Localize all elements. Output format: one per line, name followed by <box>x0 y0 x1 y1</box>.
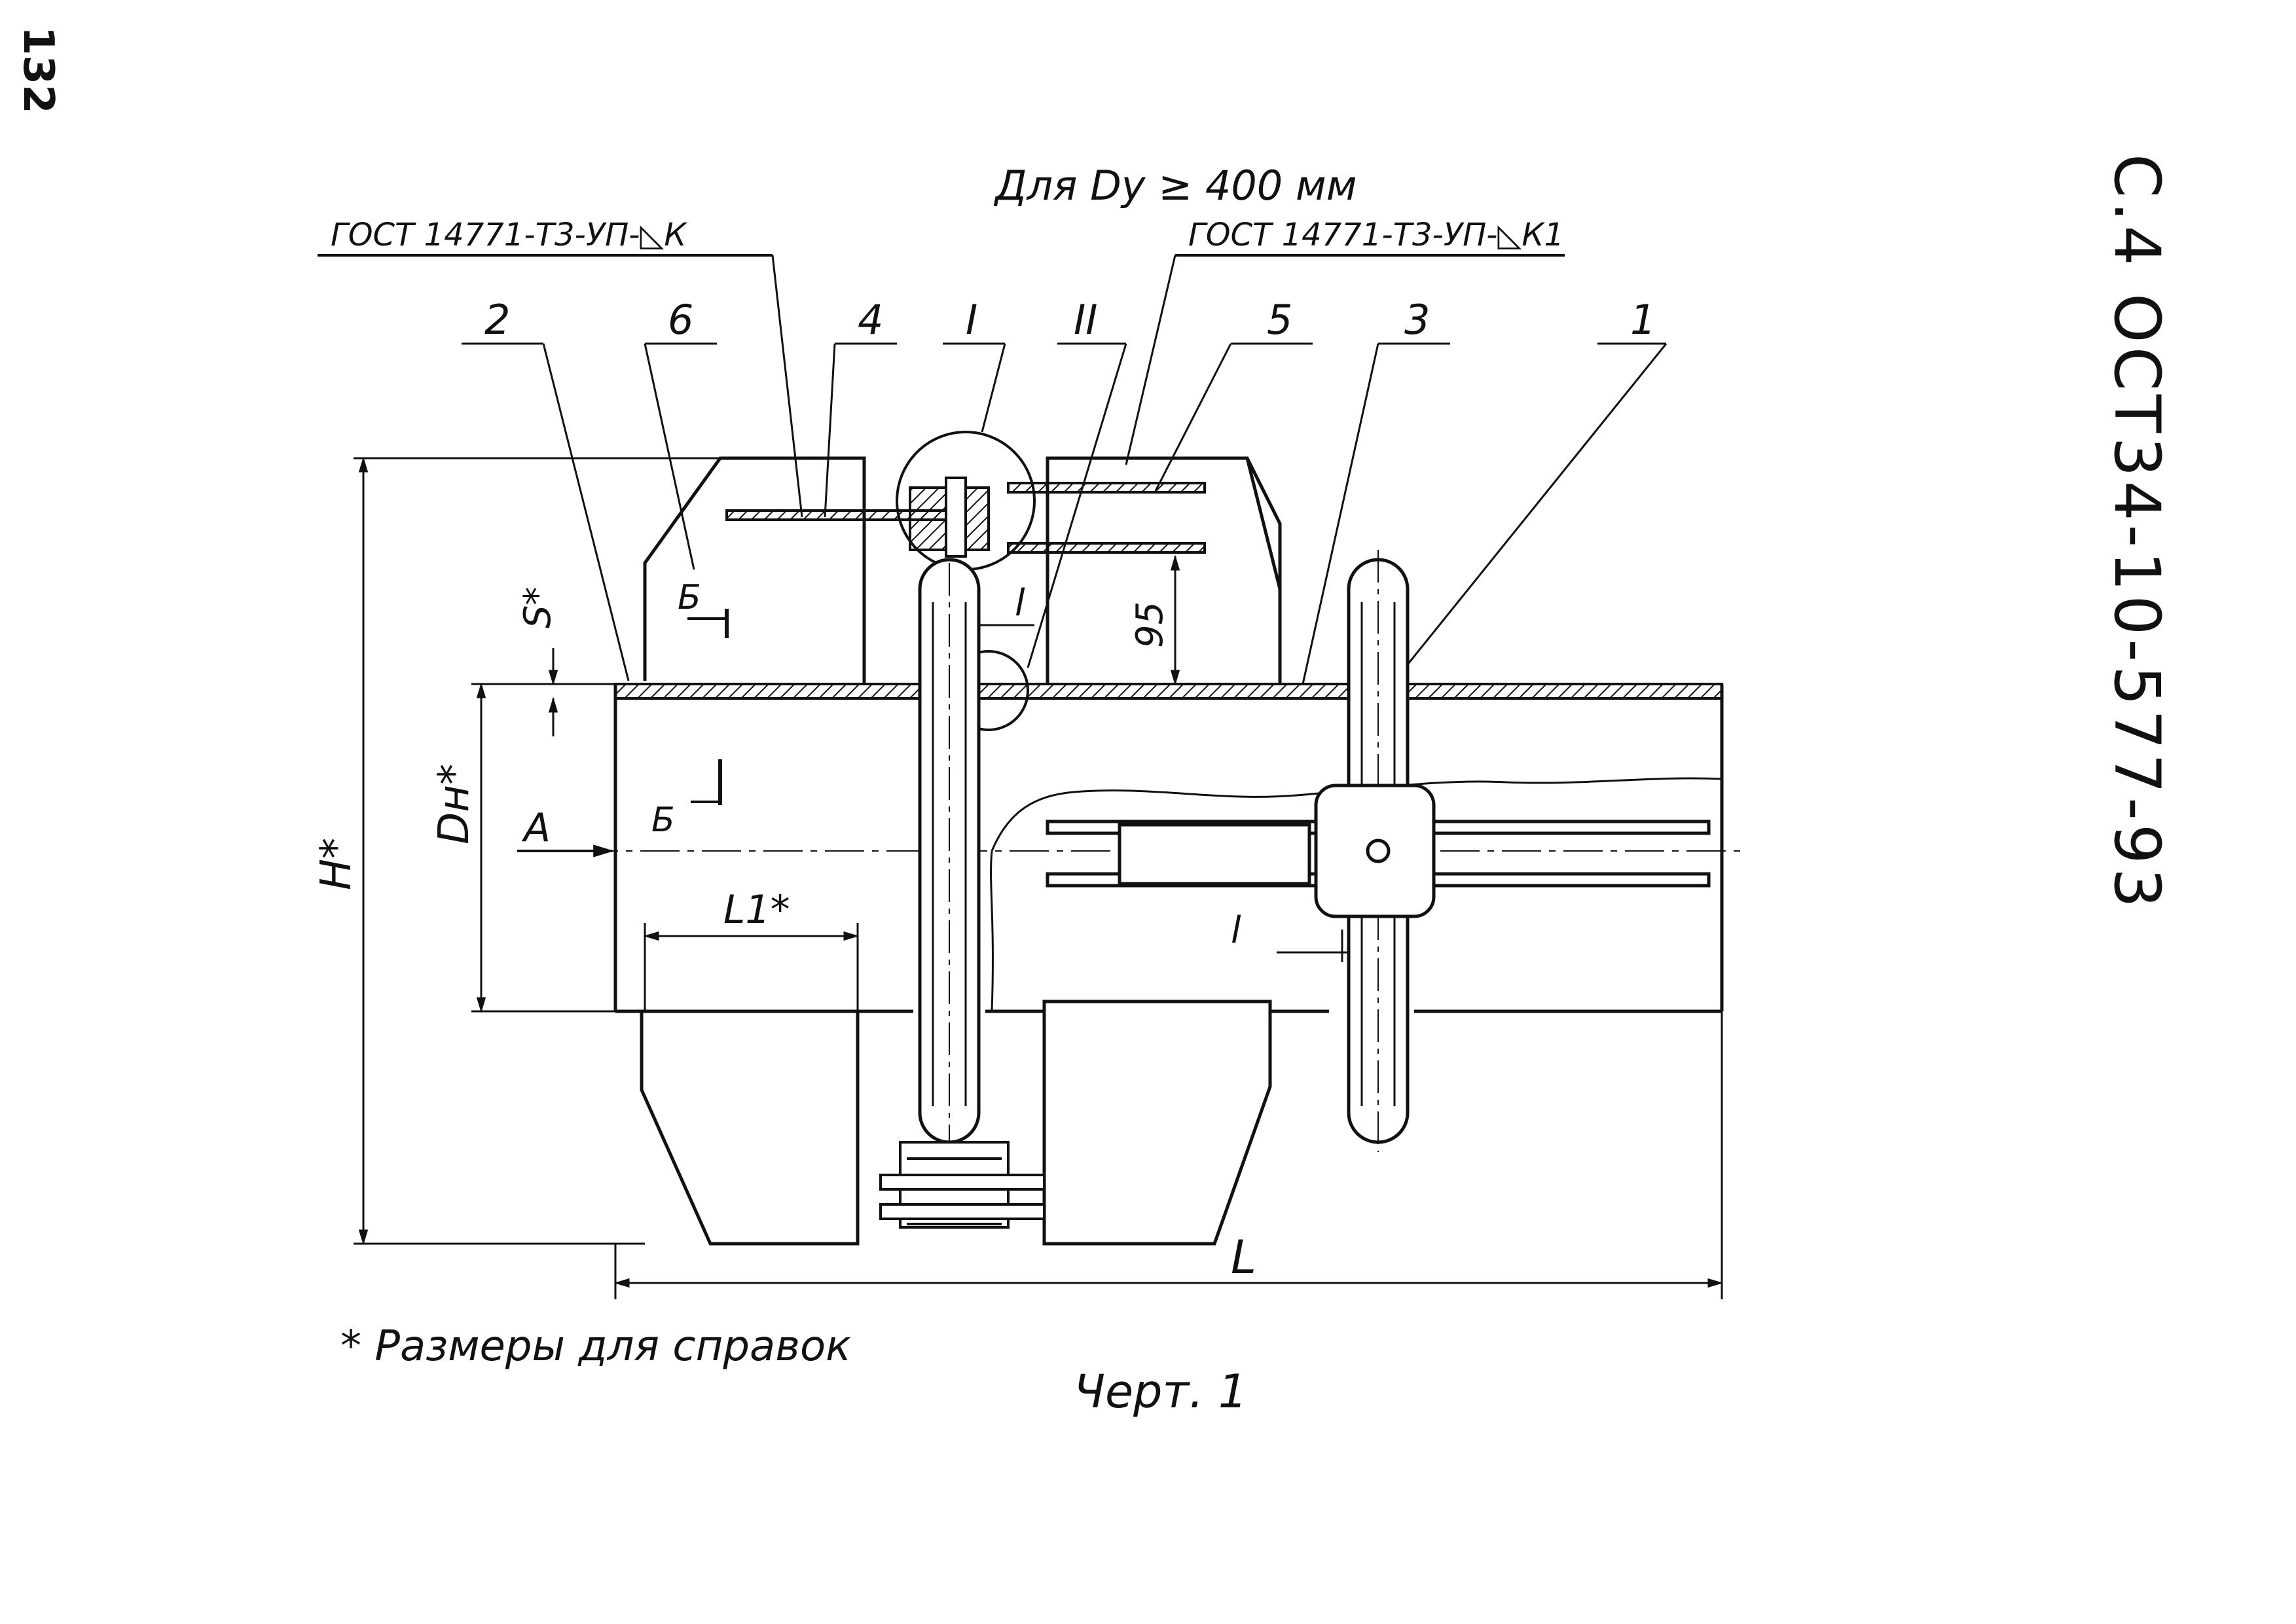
callout-I: I <box>943 296 1006 433</box>
svg-text:ГОСТ 14771-Т3-УП-◺К1: ГОСТ 14771-Т3-УП-◺К1 <box>1188 217 1564 253</box>
svg-text:l: l <box>1015 582 1025 624</box>
weld-note-right: ГОСТ 14771-Т3-УП-◺К1 <box>1125 217 1565 465</box>
callout-2: 2 <box>462 296 630 681</box>
callout-5: 5 <box>1154 296 1313 492</box>
footnote: * Размеры для справок <box>340 1322 851 1371</box>
weld-note-left: ГОСТ 14771-Т3-УП-◺К <box>318 217 803 518</box>
dim-S: S* <box>517 586 559 736</box>
svg-text:II: II <box>1074 296 1098 344</box>
dim-L: L <box>613 1011 1724 1299</box>
dim-Dn: Dн* <box>430 682 615 1013</box>
svg-text:S*: S* <box>517 586 559 628</box>
callout-3: 3 <box>1302 296 1450 685</box>
dim-L1: L1* <box>643 887 860 1011</box>
figure-caption: Черт. 1 <box>1074 1365 1248 1418</box>
dim-H: H* <box>312 456 720 1246</box>
section-a: A <box>517 805 615 857</box>
svg-text:4: 4 <box>858 296 883 344</box>
svg-text:L1*: L1* <box>723 887 790 933</box>
section-b-upper: Б <box>678 578 701 617</box>
svg-text:l: l <box>1231 909 1241 952</box>
svg-text:2: 2 <box>484 296 510 344</box>
upper-plates <box>725 477 1206 558</box>
svg-text:95: 95 <box>1129 602 1171 648</box>
upper-support-right <box>1046 456 1282 684</box>
svg-text:5: 5 <box>1267 296 1292 344</box>
svg-text:Б: Б <box>651 801 675 840</box>
svg-text:3: 3 <box>1404 296 1430 344</box>
dim-95: 95 <box>1129 554 1180 686</box>
header-title: Для Dу ≥ 400 мм <box>993 162 1357 209</box>
svg-text:6: 6 <box>668 296 693 344</box>
svg-text:L: L <box>1231 1231 1256 1284</box>
callout-II: II <box>1027 296 1127 668</box>
lower-clamp <box>879 1141 1046 1229</box>
callout-4: 4 <box>824 296 897 518</box>
svg-text:H*: H* <box>312 838 361 890</box>
internal-plates <box>1046 784 1711 918</box>
dim-l-upper: l <box>979 582 1034 626</box>
callout-1: 1 <box>1393 296 1667 681</box>
svg-text:ГОСТ 14771-Т3-УП-◺К: ГОСТ 14771-Т3-УП-◺К <box>331 217 687 253</box>
svg-text:I: I <box>966 296 977 344</box>
svg-text:Dн*: Dн* <box>430 764 479 844</box>
vertical-rod-left <box>918 558 981 1152</box>
lower-support-left <box>640 1009 860 1246</box>
svg-text:1: 1 <box>1630 296 1656 344</box>
section-b-lower: Б <box>651 759 722 840</box>
lower-support-right <box>1042 1000 1272 1246</box>
pipe-body <box>517 683 1741 1013</box>
svg-text:A: A <box>521 805 551 851</box>
callout-6: 6 <box>644 296 717 570</box>
dim-l-lower: l <box>1231 909 1349 962</box>
